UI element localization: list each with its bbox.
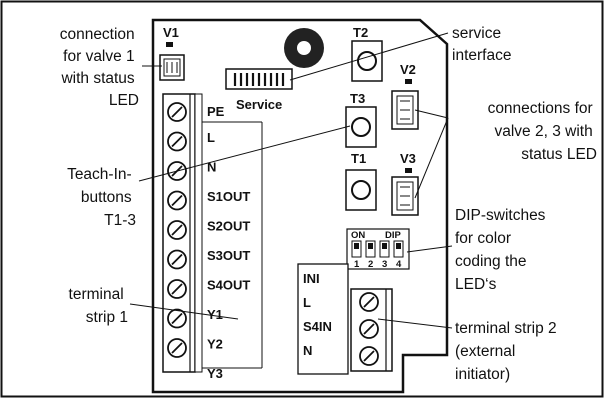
strip1-terminal-label: Y2 xyxy=(207,337,223,352)
dip-number-1: 1 xyxy=(354,259,360,270)
callout-valve23-line-1: connections for xyxy=(488,100,593,117)
terminal-strip-1 xyxy=(162,93,263,373)
leader-service xyxy=(289,32,449,81)
strip1-terminal-label: L xyxy=(207,130,215,145)
callout-strip2-line-2: (external xyxy=(455,343,515,360)
strip1-terminal-label: S2OUT xyxy=(207,219,250,234)
strip1-terminal-label: Y3 xyxy=(207,366,223,381)
terminal-screw xyxy=(167,308,187,329)
v2-label: V2 xyxy=(400,62,416,77)
strip1-terminal-label: S3OUT xyxy=(207,248,250,263)
leader-strip1 xyxy=(129,303,239,320)
t3-label: T3 xyxy=(350,91,365,106)
strip1-terminal-label: Y1 xyxy=(207,307,223,322)
callout-valve1: connection for valve 1 with status LED xyxy=(60,26,139,109)
callout-service-line-1: service xyxy=(452,25,501,42)
strip2-terminal-label: INI xyxy=(303,271,320,286)
callout-valve1-line-2: for valve 1 xyxy=(63,48,135,65)
leader-strip2 xyxy=(377,318,453,329)
v2-status-led xyxy=(405,79,412,84)
v3-label: V3 xyxy=(400,151,416,166)
dip-switch-4 xyxy=(393,240,404,258)
t2-label: T2 xyxy=(353,25,368,40)
terminal-screw xyxy=(167,249,187,270)
teach-button-t2: T2 xyxy=(351,25,383,82)
valve2-connector: V2 xyxy=(391,62,419,130)
terminal-screw xyxy=(167,338,187,358)
dip-switch-3 xyxy=(379,240,390,258)
callout-dip-line-1: DIP-switches xyxy=(455,207,546,224)
callout-dip-line-4: LED‘s xyxy=(455,276,497,293)
callout-teach-line-2: buttons xyxy=(81,189,132,206)
terminal-screw xyxy=(359,319,379,339)
dip-switch-2 xyxy=(365,240,376,258)
terminal-screw xyxy=(359,292,379,312)
v1-status-led xyxy=(166,42,173,47)
pe-label: PE xyxy=(207,104,225,119)
strip1-terminal-label: S4OUT xyxy=(207,278,250,293)
terminal-screw xyxy=(167,220,187,240)
callout-teach-line-3: T1-3 xyxy=(104,212,136,229)
strip2-terminal-label: N xyxy=(303,343,312,358)
terminal-screw xyxy=(167,190,187,211)
callout-teach: Teach-In- buttons T1-3 xyxy=(67,166,136,229)
valve1-connector: V1 xyxy=(159,25,185,81)
callout-teach-line-1: Teach-In- xyxy=(67,166,132,183)
dip-title-label: DIP xyxy=(385,230,402,241)
terminal-screw xyxy=(359,346,379,366)
leader-dip xyxy=(406,245,453,253)
terminal-strip-2 xyxy=(297,263,393,375)
service-label: Service xyxy=(236,97,282,112)
callout-strip1: terminal strip 1 xyxy=(69,286,128,326)
callout-valve23: connections for valve 2, 3 with status L… xyxy=(488,100,597,163)
strip1-terminal-label: N xyxy=(207,160,216,175)
callout-strip2-line-1: terminal strip 2 xyxy=(455,320,557,337)
callout-valve23-line-3: status LED xyxy=(521,146,597,163)
strip2-terminal-label: L xyxy=(303,295,311,310)
callout-valve23-line-2: valve 2, 3 with xyxy=(494,123,592,140)
teach-button-t1: T1 xyxy=(345,151,377,211)
dip-number-2: 2 xyxy=(368,259,373,270)
callout-strip1-line-1: terminal xyxy=(69,286,124,303)
dip-on-label: ON xyxy=(351,230,365,241)
dip-number-3: 3 xyxy=(382,259,387,270)
leader-teach xyxy=(138,125,351,182)
dip-switch-1 xyxy=(351,240,362,258)
callout-strip2: terminal strip 2 (external initiator) xyxy=(455,320,561,383)
leader-valve23-a xyxy=(414,109,449,119)
leader-valve23-b xyxy=(414,117,449,199)
callout-lines xyxy=(129,32,453,329)
callout-strip1-line-2: strip 1 xyxy=(86,309,128,326)
t1-label: T1 xyxy=(351,151,366,166)
callout-dip-line-2: for color xyxy=(455,230,511,247)
terminal-screw xyxy=(167,279,187,299)
strip1-terminal-label: S1OUT xyxy=(207,189,250,204)
v3-status-led xyxy=(405,168,412,173)
callout-dip-line-3: coding the xyxy=(455,253,527,270)
service-interface: Service xyxy=(225,28,324,112)
teach-button-t3: T3 xyxy=(345,91,377,148)
callout-valve1-line-1: connection xyxy=(60,26,135,43)
valve3-connector: V3 xyxy=(391,151,419,216)
callout-valve1-line-4: LED xyxy=(109,92,139,109)
strip2-terminal-label: S4IN xyxy=(303,319,332,334)
v1-label: V1 xyxy=(163,25,179,40)
callout-valve1-line-3: with status xyxy=(60,70,134,87)
callout-service: service interface xyxy=(452,25,511,64)
callout-strip2-line-3: initiator) xyxy=(455,366,510,383)
callout-service-line-2: interface xyxy=(452,47,511,64)
callout-dip: DIP-switches for color coding the LED‘s xyxy=(455,207,550,293)
terminal-screw xyxy=(167,131,187,152)
dip-number-4: 4 xyxy=(396,259,402,270)
dip-switch-block: ON DIP 1 2 3 4 xyxy=(346,228,410,270)
terminal-screw xyxy=(167,102,187,122)
